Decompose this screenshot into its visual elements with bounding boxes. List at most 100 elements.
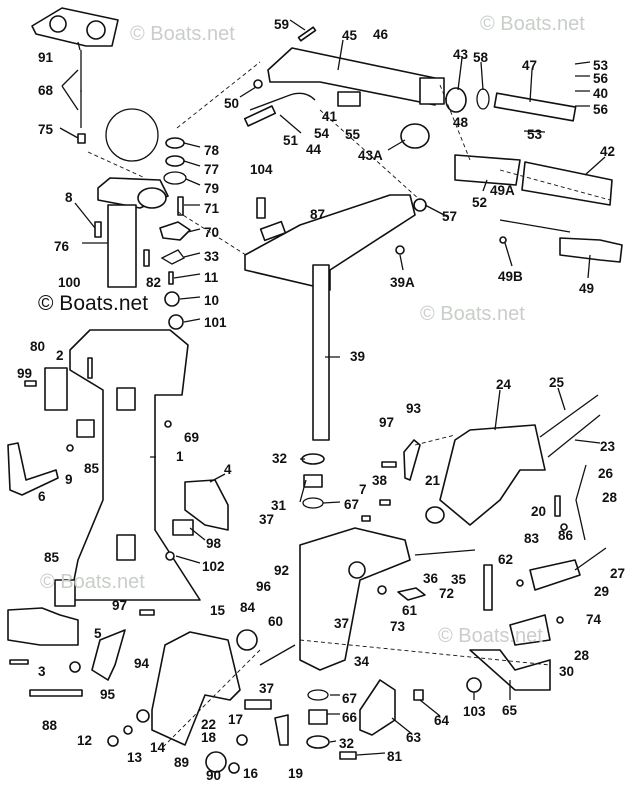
leader-lines [59,19,606,756]
part-number-label-30: 30 [559,664,574,679]
part-swivel-bracket [299,527,411,671]
part-number-label-19: 19 [288,766,303,781]
part-number-label-47: 47 [522,58,537,73]
part-number-label-23: 23 [600,439,616,454]
part-number-label-37: 37 [259,512,274,527]
part-number-label-74: 74 [586,612,602,627]
part-grommet [77,133,86,144]
part-number-label-68: 68 [38,83,54,98]
part-screw-38 [379,499,391,506]
part-clamp-bracket-24 [439,424,546,526]
part-number-label-85: 85 [84,461,100,476]
part-screw-97 [139,609,155,616]
part-cable-49A [499,219,571,233]
part-number-label-36: 36 [423,571,439,586]
part-number-label-71: 71 [204,201,220,216]
part-number-label-29: 29 [594,584,609,599]
part-number-label-1: 1 [176,449,184,464]
part-number-label-102: 102 [202,559,225,574]
part-number-label-37: 37 [334,616,349,631]
part-number-label-9: 9 [65,472,73,487]
part-nut-102 [165,551,175,561]
part-rod-26 [575,464,587,541]
part-exhaust-housing [69,329,201,601]
part-spring-62 [483,564,493,611]
part-oring-67b [307,689,329,701]
part-bushing-66 [308,709,328,725]
watermark: © Boats.net [420,303,525,325]
part-grip-sleeve-52 [454,154,521,186]
part-number-label-49b: 49B [498,269,523,284]
part-bushing-31 [303,474,323,488]
part-oring-79 [163,171,187,185]
part-number-label-78: 78 [204,143,220,158]
part-number-label-53: 53 [593,58,609,73]
part-screw-39A [395,245,405,255]
part-nut-90 [228,762,240,774]
part-number-label-104: 104 [250,162,273,177]
part-grip-42 [521,161,613,206]
part-number-label-37: 37 [259,681,274,696]
part-number-label-51: 51 [283,133,299,148]
part-plate-89 [205,751,227,773]
watermark: © Boats.net [130,23,235,45]
part-number-label-60: 60 [268,614,283,629]
part-gasket-33 [160,249,185,265]
part-nut-69 [164,420,172,428]
watermark: © Boats.net [480,13,585,35]
part-seal-32b [306,735,330,749]
watermark-layer: © Boats.net © Boats.net © Boats.net © Bo… [38,13,585,647]
part-number-label-103: 103 [463,704,486,719]
part-housing-43A [400,123,430,149]
part-number-label-26: 26 [598,466,614,481]
part-shaft-47 [493,92,577,122]
part-bolt-88 [29,689,83,697]
part-gasket [31,7,119,47]
part-number-label-4: 4 [224,462,232,477]
part-number-label-72: 72 [439,586,454,601]
part-number-label-49: 49 [579,281,594,296]
part-number-label-32: 32 [339,736,354,751]
part-pad-81 [339,751,357,760]
part-number-label-55: 55 [345,127,361,142]
part-bushing-95 [69,661,81,673]
part-throttle-49 [559,237,623,263]
part-nut-7 [361,515,371,522]
part-plate-104 [256,197,266,219]
part-number-label-45: 45 [342,28,358,43]
part-number-label-12: 12 [77,733,92,748]
part-washer-83 [516,579,524,587]
part-number-label-97: 97 [379,415,394,430]
detail-circle [105,108,159,162]
part-screw-2 [87,357,93,379]
part-number-label-76: 76 [54,239,70,254]
part-washer-86 [560,523,568,531]
part-number-label-82: 82 [146,275,161,290]
part-number-label-38: 38 [372,473,388,488]
part-oring-67 [302,497,324,509]
part-number-label-56: 56 [593,71,609,86]
part-number-label-48: 48 [453,115,469,130]
part-number-label-80: 80 [30,339,45,354]
part-clamp-bracket-15 [151,631,241,746]
part-number-label-16: 16 [243,766,259,781]
part-number-label-96: 96 [256,579,272,594]
part-pad-85b [54,579,76,607]
part-number-label-27: 27 [610,566,625,581]
part-number-label-66: 66 [342,710,358,725]
part-number-label-99: 99 [17,366,32,381]
part-screw-11 [168,271,174,285]
part-eyelet-49B [499,236,507,244]
part-number-label-39a: 39A [390,275,415,290]
part-number-label-52: 52 [472,195,487,210]
part-cover-80 [44,367,68,411]
part-number-label-73: 73 [390,619,406,634]
part-number-label-64: 64 [434,713,450,728]
part-number-label-44: 44 [306,142,322,157]
part-number-labels: 9168757877797170331182101018761005051445… [17,17,625,783]
part-drum-55 [337,91,361,107]
part-number-label-10: 10 [204,293,219,308]
part-screw-97b [381,461,397,468]
part-pin-59 [297,26,317,42]
